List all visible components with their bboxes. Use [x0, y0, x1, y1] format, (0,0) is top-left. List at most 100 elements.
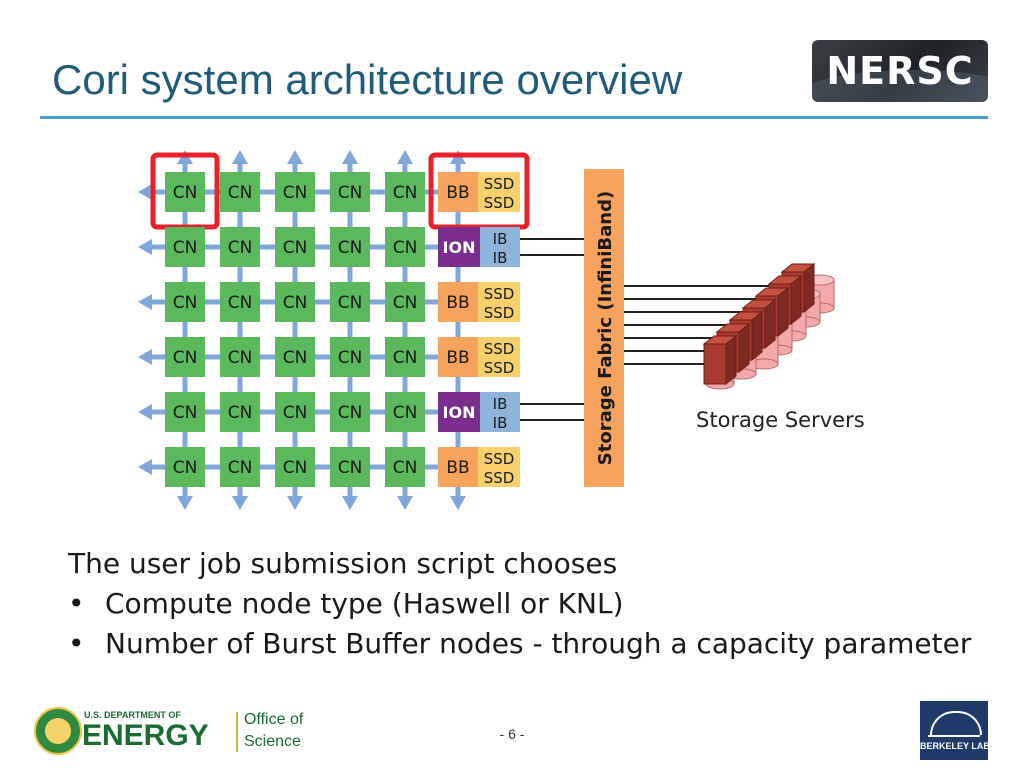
ib-label: IB	[493, 249, 508, 267]
science-text: Science	[244, 733, 301, 750]
ib-block	[480, 392, 520, 432]
nersc-logo-text: NERSC	[826, 49, 974, 93]
storage-server-side	[803, 262, 815, 314]
compute-node	[330, 447, 370, 487]
ib-label: IB	[493, 230, 508, 248]
compute-node-label: CN	[228, 458, 253, 478]
compute-node-label: CN	[283, 403, 308, 423]
compute-node	[220, 337, 260, 377]
slide-title: Cori system architecture overview	[52, 56, 683, 103]
arrow-down-icon	[450, 496, 466, 510]
burst-buffer-label: BB	[446, 348, 469, 368]
compute-node-label: CN	[393, 183, 418, 203]
compute-node-label: CN	[228, 238, 253, 258]
title-divider	[40, 116, 988, 119]
berkeley-line	[928, 735, 980, 737]
compute-node-label: CN	[283, 293, 308, 313]
arrow-left-icon	[138, 294, 152, 310]
arrow-left-icon	[138, 459, 152, 475]
compute-node-label: CN	[393, 238, 418, 258]
compute-node	[385, 337, 425, 377]
compute-node	[220, 392, 260, 432]
bullet-icon: •	[68, 627, 85, 660]
io-node	[438, 227, 480, 267]
compute-node-label: CN	[393, 403, 418, 423]
burst-buffer-label: BB	[446, 458, 469, 478]
compute-node	[275, 337, 315, 377]
storage-server-side	[777, 286, 789, 338]
doe-energy-text: ENERGY	[82, 719, 209, 752]
burst-buffer-node	[438, 172, 478, 212]
storage-server-side	[751, 310, 763, 362]
bullet-item: •Number of Burst Buffer nodes - through …	[68, 624, 971, 664]
ib-label: IB	[493, 395, 508, 413]
office-of-text: Office of	[244, 711, 304, 728]
compute-node-label: CN	[393, 348, 418, 368]
arrow-down-icon	[177, 496, 193, 510]
burst-buffer-node	[438, 337, 478, 377]
storage-server-side	[738, 322, 750, 374]
page-number: - 6 -	[499, 726, 525, 742]
compute-node-label: CN	[283, 458, 308, 478]
doe-logo: U.S. DEPARTMENT OF ENERGY Office of Scie…	[34, 707, 303, 755]
burst-buffer-label: BB	[446, 183, 469, 203]
doe-department-text: U.S. DEPARTMENT OF	[84, 710, 181, 720]
compute-node	[330, 392, 370, 432]
compute-node	[275, 447, 315, 487]
arrow-up-icon	[232, 150, 248, 164]
compute-node-label: CN	[393, 293, 418, 313]
storage-server-side	[725, 334, 737, 386]
nersc-logo-swoosh	[812, 70, 988, 102]
compute-node	[330, 227, 370, 267]
intro-line: The user job submission script chooses	[68, 547, 618, 580]
compute-node	[275, 227, 315, 267]
ssd-block	[478, 447, 520, 487]
bullet-text: Compute node type (Haswell or KNL)	[105, 587, 624, 620]
compute-node	[220, 282, 260, 322]
nersc-logo: NERSC	[812, 40, 988, 102]
compute-node	[165, 227, 205, 267]
compute-node-label: CN	[283, 183, 308, 203]
ssd-block	[478, 337, 520, 377]
storage-fabric-bar	[584, 169, 624, 487]
ssd-label: SSD	[484, 175, 515, 193]
compute-node-label: CN	[338, 293, 363, 313]
bullet-item: •Compute node type (Haswell or KNL)	[68, 584, 971, 624]
compute-node-label: CN	[228, 183, 253, 203]
compute-node-label: CN	[338, 403, 363, 423]
compute-node	[275, 172, 315, 212]
compute-node-label: CN	[173, 348, 198, 368]
ssd-label: SSD	[484, 285, 515, 303]
compute-node-label: CN	[228, 293, 253, 313]
arrow-up-icon	[342, 150, 358, 164]
compute-node	[385, 447, 425, 487]
burst-buffer-node	[438, 447, 478, 487]
compute-node-label: CN	[228, 403, 253, 423]
ssd-block	[478, 172, 520, 212]
storage-fabric-label: Storage Fabric (InfiniBand)	[595, 191, 616, 465]
berkeley-arc-icon	[930, 711, 982, 735]
ssd-label: SSD	[484, 359, 515, 377]
storage-server-block	[703, 343, 727, 385]
ssd-block	[478, 282, 520, 322]
compute-node-label: CN	[338, 183, 363, 203]
berkeley-lab-logo: BERKELEY LAB	[920, 701, 990, 760]
compute-node	[330, 172, 370, 212]
compute-node-label: CN	[173, 458, 198, 478]
io-node-label: ION	[443, 403, 476, 422]
doe-divider	[236, 712, 238, 752]
arrow-down-icon	[287, 496, 303, 510]
compute-node-label: CN	[393, 458, 418, 478]
ssd-label: SSD	[484, 340, 515, 358]
arrow-left-icon	[138, 239, 152, 255]
compute-node	[275, 392, 315, 432]
ssd-label: SSD	[484, 469, 515, 487]
io-node-label: ION	[443, 238, 476, 257]
arrow-up-icon	[287, 150, 303, 164]
body-text: The user job submission script chooses •…	[68, 544, 971, 664]
compute-node	[330, 282, 370, 322]
compute-node	[385, 392, 425, 432]
ib-block	[480, 227, 520, 267]
ssd-label: SSD	[484, 450, 515, 468]
